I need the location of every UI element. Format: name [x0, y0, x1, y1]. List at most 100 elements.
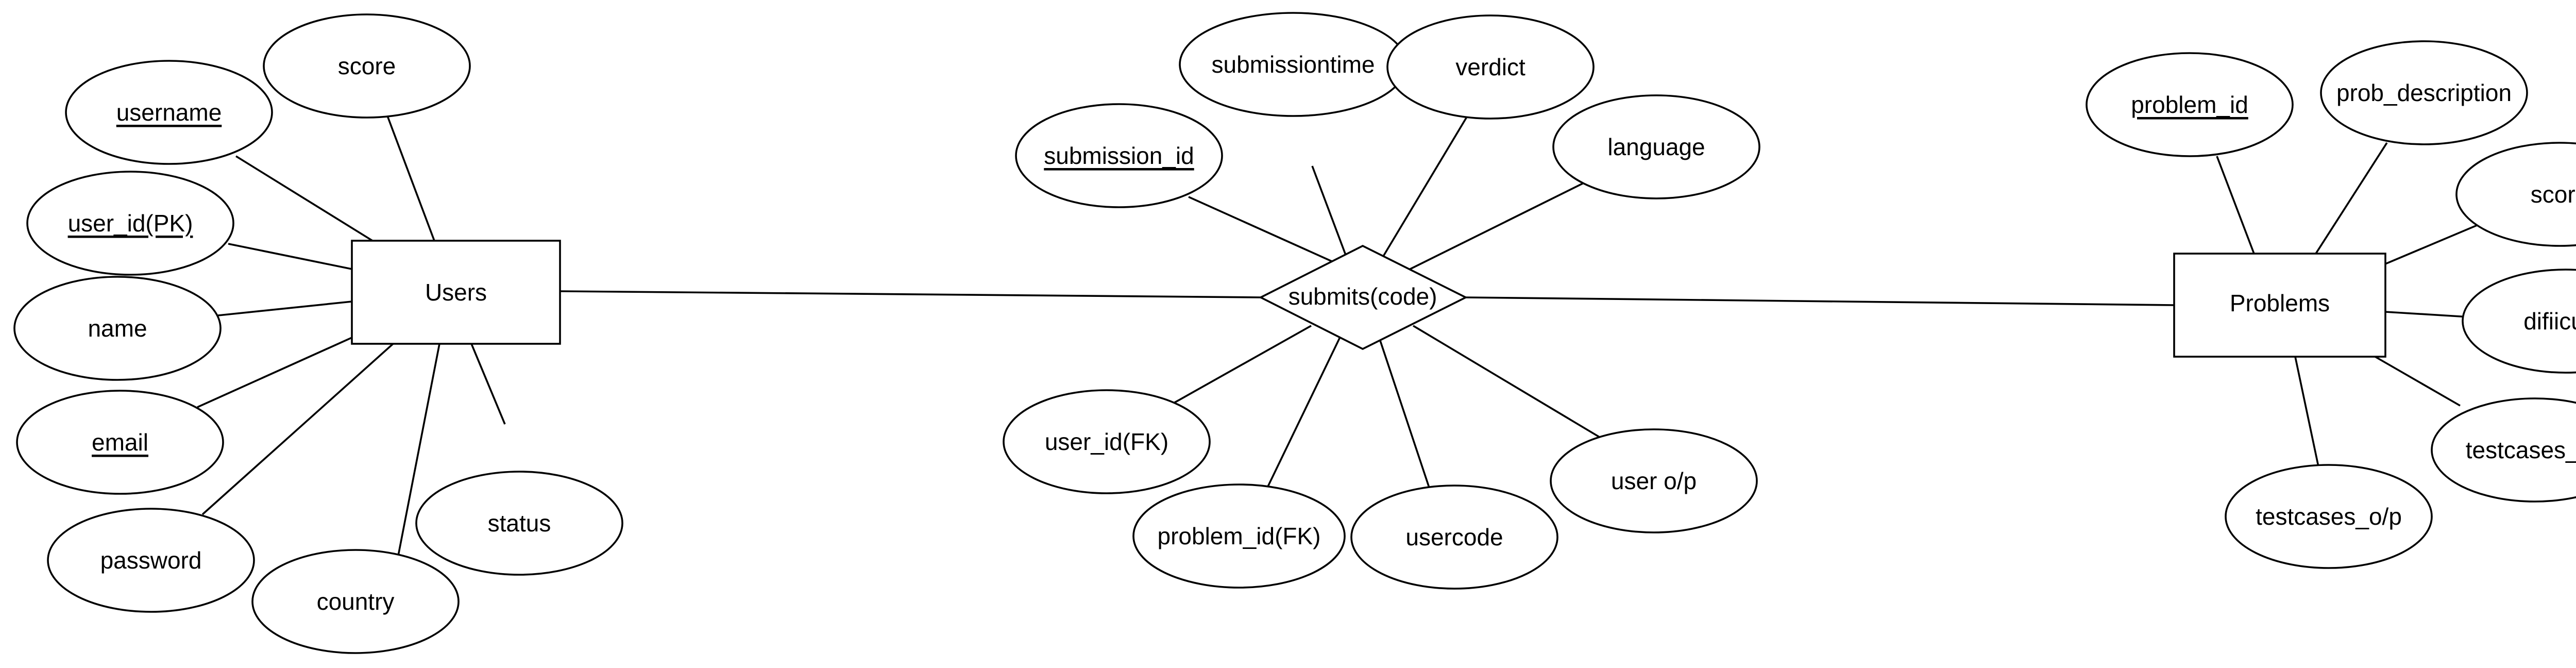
- connector-users-country: [397, 343, 440, 559]
- attr-country-label: country: [317, 588, 395, 615]
- connector-users-username: [235, 155, 373, 242]
- attr-user-id-fk-label: user_id(FK): [1045, 428, 1168, 455]
- attr-testcases-ip-shape: [2431, 397, 2576, 503]
- attr-language[interactable]: language: [1552, 94, 1760, 199]
- attr-problem-id-shape: [2086, 52, 2294, 157]
- attr-user-id-pk[interactable]: user_id(PK): [26, 171, 234, 276]
- attr-username[interactable]: username: [65, 60, 273, 165]
- attr-testcases-op-label: testcases_o/p: [2256, 503, 2402, 530]
- connector-users-status: [470, 343, 506, 425]
- attr-problems-score-label: score: [2531, 181, 2576, 208]
- attr-user-id-pk-shape: [26, 171, 234, 276]
- attr-password-label: password: [100, 547, 202, 574]
- connector-submits-user-id-fk: [1173, 325, 1312, 404]
- users-group: Users username score user_id(PK) name em…: [13, 13, 623, 654]
- connector-users-user-id: [228, 243, 352, 270]
- attr-password-shape: [47, 508, 255, 613]
- connectors: [197, 114, 2478, 559]
- attr-email-label: email: [92, 429, 148, 456]
- connector-submits-submission-id: [1188, 196, 1352, 271]
- attr-submission-id-label: submission_id: [1044, 142, 1194, 169]
- attr-testcases-op-shape: [2225, 464, 2433, 569]
- connector-users-name: [217, 300, 352, 316]
- attr-prob-description-label: prob_description: [2336, 79, 2512, 106]
- attr-prob-description[interactable]: prob_description: [2320, 40, 2528, 145]
- attr-problem-id-fk[interactable]: problem_id(FK): [1132, 483, 1346, 589]
- connector-submits-problems: [1465, 296, 2175, 306]
- entity-problems[interactable]: [2173, 253, 2386, 358]
- connector-users-email: [197, 337, 352, 408]
- attr-email-shape: [16, 390, 224, 495]
- attr-name-label: name: [88, 315, 147, 342]
- attr-problem-id[interactable]: problem_id: [2086, 52, 2294, 157]
- entity-users-label: Users: [425, 279, 487, 306]
- entity-problems-label: Problems: [2230, 290, 2330, 316]
- attr-status-label: status: [488, 510, 551, 537]
- attr-submission-id[interactable]: submission_id: [1015, 103, 1223, 208]
- attr-usercode-shape: [1350, 485, 1558, 590]
- attr-user-op-label: user o/p: [1611, 467, 1697, 494]
- attr-user-id-fk[interactable]: user_id(FK): [1003, 389, 1211, 494]
- connector-problems-score: [2385, 224, 2478, 265]
- connector-users-score: [386, 115, 435, 241]
- connector-submits-verdict: [1382, 114, 1469, 257]
- connector-submits-submissiontime: [1311, 165, 1352, 271]
- attr-language-label: language: [1607, 133, 1705, 160]
- connector-users-submits: [560, 290, 1261, 298]
- attr-verdict-shape: [1386, 14, 1595, 120]
- attr-usercode-label: usercode: [1405, 524, 1503, 550]
- attr-user-op[interactable]: user o/p: [1550, 428, 1758, 533]
- attr-verdict[interactable]: verdict: [1386, 14, 1595, 120]
- problems-group: Problems problem_id prob_description sco…: [2086, 40, 2576, 569]
- attr-submissiontime-label: submissiontime: [1212, 51, 1375, 78]
- attr-language-shape: [1552, 94, 1760, 199]
- attr-testcases-ip[interactable]: testcases_i/p: [2431, 397, 2576, 503]
- connector-problems-problem-id: [2216, 156, 2255, 254]
- attr-submissiontime[interactable]: submissiontime: [1179, 12, 1408, 117]
- attr-score-label: score: [338, 53, 396, 79]
- submits-group: submits(code) submission_id submissionti…: [1003, 12, 1760, 590]
- attr-prob-description-shape: [2320, 40, 2528, 145]
- attr-country[interactable]: country: [251, 549, 460, 654]
- connector-submits-user-op: [1413, 325, 1602, 439]
- connector-problems-prob-description: [2315, 142, 2388, 254]
- connector-problems-difficulty: [2385, 311, 2470, 318]
- attr-name-shape: [13, 276, 222, 381]
- attr-username-label: username: [116, 99, 222, 126]
- attr-difficulty-shape: [2462, 269, 2576, 374]
- connector-submits-language: [1408, 181, 1586, 271]
- relationship-submits-label: submits(code): [1289, 283, 1437, 310]
- connector-submits-usercode: [1379, 339, 1435, 502]
- attr-status-shape: [415, 471, 623, 576]
- attr-problem-id-fk-shape: [1132, 483, 1346, 589]
- attr-score[interactable]: score: [263, 13, 471, 119]
- entity-users[interactable]: [351, 240, 561, 345]
- attr-difficulty[interactable]: difiiculty: [2462, 269, 2576, 374]
- attr-score-shape: [263, 13, 471, 119]
- attr-name[interactable]: name: [13, 276, 222, 381]
- attr-difficulty-label: difiiculty: [2523, 308, 2576, 335]
- connector-submits-problem-id-fk: [1265, 335, 1342, 490]
- connector-users-password: [201, 343, 394, 515]
- attr-user-id-pk-label: user_id(PK): [68, 210, 193, 237]
- attr-user-op-shape: [1550, 428, 1758, 533]
- attr-verdict-label: verdict: [1455, 54, 1526, 80]
- attr-user-id-fk-shape: [1003, 389, 1211, 494]
- attr-problem-id-fk-label: problem_id(FK): [1158, 523, 1321, 549]
- attr-problems-score-shape: [2455, 142, 2576, 247]
- attr-testcases-ip-label: testcases_i/p: [2466, 437, 2576, 463]
- attr-country-shape: [251, 549, 460, 654]
- relationship-submits[interactable]: [1259, 244, 1468, 350]
- connector-problems-testcases-ip: [2375, 356, 2461, 407]
- attr-submission-id-shape: [1015, 103, 1223, 208]
- attr-password[interactable]: password: [47, 508, 255, 613]
- attr-problems-score[interactable]: score: [2455, 142, 2576, 247]
- attr-email[interactable]: email: [16, 390, 224, 495]
- attr-status[interactable]: status: [415, 471, 623, 576]
- attr-problem-id-label: problem_id: [2131, 91, 2248, 118]
- attr-username-shape: [65, 60, 273, 165]
- attr-testcases-op[interactable]: testcases_o/p: [2225, 464, 2433, 569]
- attr-usercode[interactable]: usercode: [1350, 485, 1558, 590]
- connector-problems-testcases-op: [2294, 356, 2319, 467]
